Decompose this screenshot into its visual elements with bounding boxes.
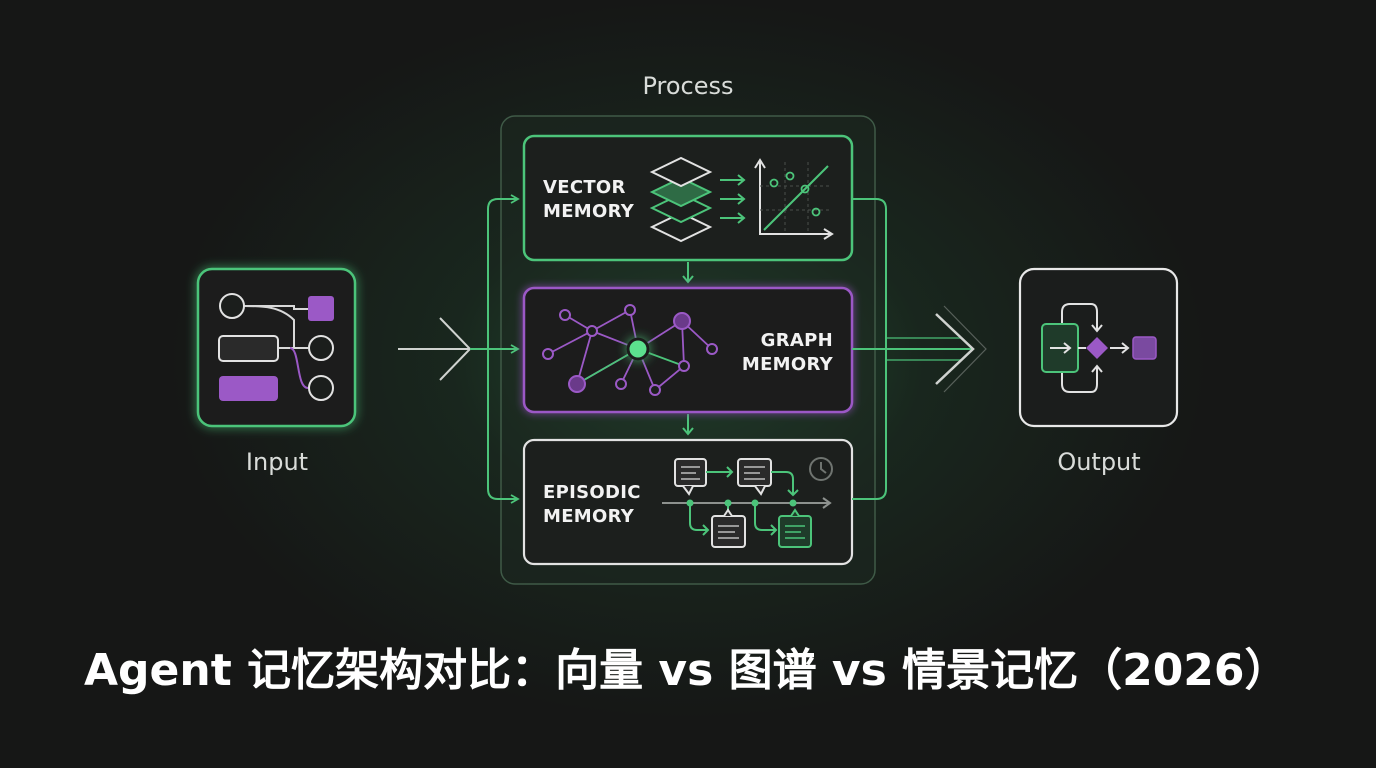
vector-memory-card: VECTOR MEMORY [522,134,854,262]
graph-memory-label-1: GRAPH [761,330,833,351]
input-node [196,267,357,428]
decision-flow-icon [1041,303,1157,393]
output-label: Output [1057,448,1140,476]
process-label: Process [642,72,733,100]
timeline-icon [662,458,832,548]
network-graph-icon [542,304,718,396]
vector-memory-label-2: MEMORY [543,201,635,222]
flowchart-icon [218,293,334,401]
graph-memory-card: GRAPH MEMORY [522,286,854,414]
scatter-plot-icon [754,158,834,240]
episodic-memory-label-1: EPISODIC [543,482,641,503]
episodic-memory-card: EPISODIC MEMORY [522,438,854,566]
vector-arrows [720,174,746,224]
vertical-connectors [682,262,694,436]
vector-memory-label-1: VECTOR [543,177,626,198]
graph-memory-label-2: MEMORY [742,354,834,375]
clock-icon [809,457,833,481]
episodic-memory-label-2: MEMORY [543,506,635,527]
output-connector [852,198,987,500]
input-label: Input [246,448,308,476]
output-node [1018,267,1179,428]
page-title: Agent 记忆架构对比：向量 vs 图谱 vs 情景记忆（2026） [84,645,1289,696]
input-connector [398,194,520,504]
layer-stack-icon [649,156,713,243]
